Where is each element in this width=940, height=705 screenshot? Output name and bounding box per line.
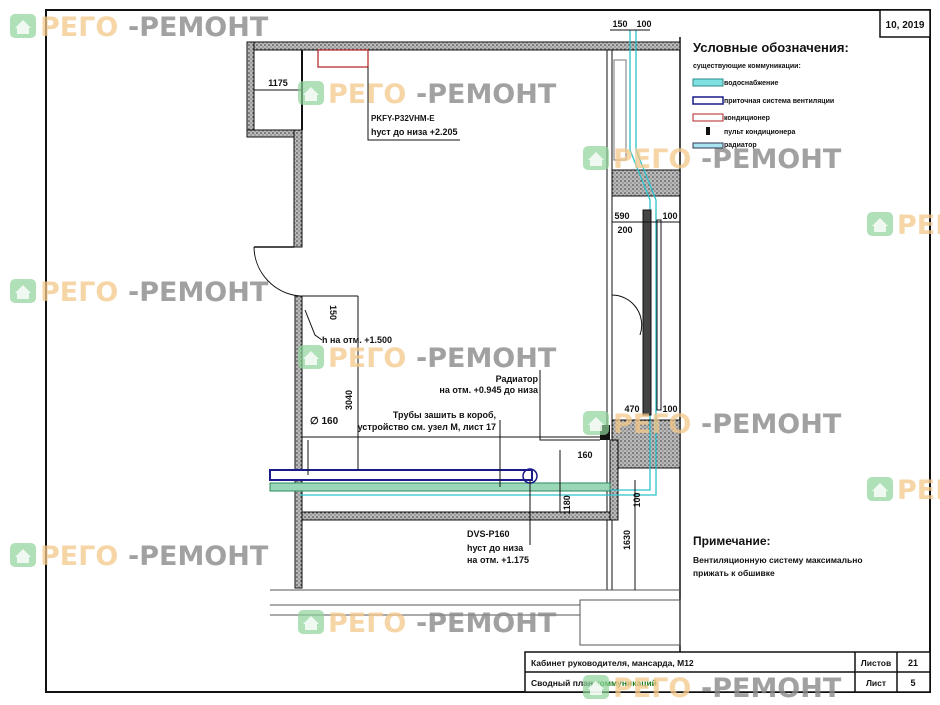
remote-height-label: h на отм. +1.500	[322, 335, 392, 345]
diffuser-height-label: hуст до низа	[467, 543, 524, 553]
legend-swatch-ac	[692, 113, 724, 122]
sheet-label: Лист	[866, 678, 886, 688]
sheets-value: 21	[908, 658, 918, 668]
svg-text:РЕГО: РЕГО	[328, 343, 406, 374]
note: Примечание: Вентиляционную систему макси…	[693, 534, 863, 578]
note-title: Примечание:	[693, 534, 771, 548]
ac-height-label: hуст до низа +2.205	[371, 127, 458, 137]
legend-label-radiator: радиатор	[724, 142, 757, 149]
diffuser-elevation-label: на отм. +1.175	[467, 555, 529, 565]
legend: Условные обозначения: существующие комму…	[692, 40, 849, 149]
walls	[246, 41, 681, 646]
legend-label-ventilation: приточная система вентиляции	[724, 98, 834, 105]
ventilation-duct	[269, 468, 538, 484]
dim-470: 470	[624, 404, 639, 414]
dim-1180: 1180	[562, 495, 572, 515]
sheets-label: Листов	[861, 658, 891, 668]
dim-150-top: 150	[612, 19, 627, 29]
svg-text:РЕГО: РЕГО	[328, 608, 406, 639]
svg-text:-РЕМОНТ: -РЕМОНТ	[128, 12, 269, 43]
radiator	[642, 209, 652, 416]
legend-label-water: водоснабжение	[724, 79, 779, 87]
legend-swatch-water	[692, 78, 724, 87]
water-pipe-box	[269, 482, 611, 492]
svg-text:-РЕМОНТ: -РЕМОНТ	[701, 409, 842, 440]
svg-text:РЕГО: РЕГО	[897, 210, 940, 241]
legend-swatch-ventilation	[692, 96, 724, 105]
svg-text:РЕГО: РЕГО	[40, 277, 118, 308]
legend-swatch-radiator	[692, 142, 724, 149]
air-conditioner-unit	[317, 49, 369, 68]
svg-text:-РЕМОНТ: -РЕМОНТ	[416, 79, 557, 110]
svg-text:-РЕМОНТ: -РЕМОНТ	[128, 277, 269, 308]
legend-label-remote: пульт кондиционера	[724, 129, 795, 136]
svg-text:РЕГО: РЕГО	[897, 475, 940, 506]
svg-text:-РЕМОНТ: -РЕМОНТ	[701, 673, 842, 704]
sheet-value: 5	[910, 678, 915, 688]
project-name: Кабинет руководителя, мансарда, М12	[531, 658, 694, 668]
svg-text:-РЕМОНТ: -РЕМОНТ	[416, 343, 557, 374]
note-line2: прижать к обшивке	[693, 568, 775, 578]
svg-text:-РЕМОНТ: -РЕМОНТ	[701, 144, 842, 175]
sheet-frame	[45, 9, 931, 693]
pipes-note-line2: устройство см. узел М, лист 17	[358, 422, 496, 432]
legend-subtitle: существующие коммуникации:	[693, 63, 801, 70]
svg-text:РЕГО: РЕГО	[613, 673, 691, 704]
dimension-lines	[254, 29, 680, 590]
dim-100-top: 100	[636, 19, 651, 29]
diffuser-model-label: DVS-P160	[467, 529, 510, 539]
legend-label-ac: кондиционер	[724, 115, 770, 122]
svg-text:РЕГО: РЕГО	[40, 12, 118, 43]
ac-model-label: PKFY-P32VHM-E	[371, 114, 435, 123]
dim-100-b: 100	[662, 404, 677, 414]
dim-200: 200	[617, 225, 632, 235]
radiator-pipe	[656, 219, 662, 411]
watermarks: РЕГО -РЕМОНТ РЕГО -РЕМОНТ РЕГО -РЕМОНТ РЕГО…	[10, 12, 940, 704]
svg-text:РЕГО: РЕГО	[613, 144, 691, 175]
drawing-name: Сводный план коммуникаций	[531, 678, 657, 688]
dim-160: 160	[577, 450, 592, 460]
svg-text:РЕГО: РЕГО	[40, 541, 118, 572]
svg-text:РЕГО: РЕГО	[613, 409, 691, 440]
svg-text:-РЕМОНТ: -РЕМОНТ	[416, 608, 557, 639]
dim-100-c: 100	[632, 492, 642, 507]
note-line1: Вентиляционную систему максимально	[693, 555, 863, 565]
radiator-label: Радиатор	[496, 374, 539, 384]
svg-text:-РЕМОНТ: -РЕМОНТ	[128, 541, 269, 572]
svg-text:РЕГО: РЕГО	[328, 79, 406, 110]
ac-leader-line	[367, 67, 460, 141]
dim-1630: 1630	[622, 530, 632, 550]
legend-swatch-remote	[706, 127, 710, 135]
legend-title: Условные обозначения:	[693, 40, 849, 55]
date-box	[879, 9, 931, 38]
duct-diameter-label: ∅ 160	[310, 416, 339, 427]
date-text: 10, 2019	[886, 20, 925, 31]
dim-1175: 1175	[268, 78, 288, 88]
dim-100-a: 100	[662, 211, 677, 221]
dim-150: 150	[328, 305, 338, 320]
pipes-note-line1: Трубы зашить в короб,	[393, 410, 496, 420]
dim-3040: 3040	[344, 390, 354, 410]
radiator-height-label: на отм. +0.945 до низа	[439, 385, 539, 395]
dim-590: 590	[614, 211, 629, 221]
